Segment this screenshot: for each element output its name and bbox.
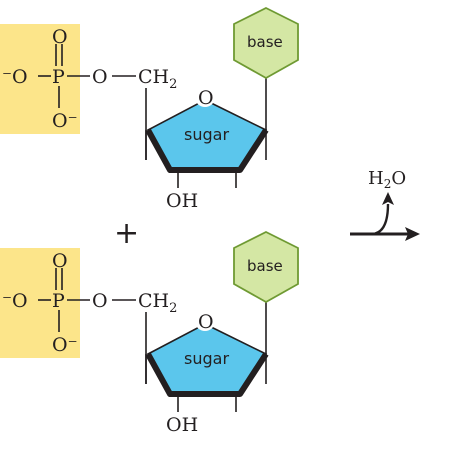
phosphate-top-oxygen: O (52, 250, 68, 272)
sugar-label: sugar (184, 349, 229, 368)
sugar-label: sugar (184, 125, 229, 144)
plus-sign: + (114, 216, 139, 251)
hydroxyl-group: OH (166, 414, 198, 436)
ch2-carbon: CH2 (138, 66, 177, 92)
sugar-ring-front-edge (145, 352, 269, 397)
arrow-head (405, 227, 420, 241)
nucleotide-bottom: O ⁻O P O O⁻ CH2 O sugar OH base (0, 230, 299, 436)
ring-oxygen-mask (195, 87, 215, 107)
hydroxyl-group: OH (166, 190, 198, 212)
sugar-substituent-bonds (145, 302, 267, 412)
base-hexagon (233, 6, 299, 80)
bridge-oxygen: O (92, 66, 108, 88)
base-label: base (247, 257, 283, 275)
nucleotide-top: O ⁻O P O O⁻ CH2 O sugar OH base (0, 6, 299, 212)
phosphate-left-oxygen: ⁻O (2, 290, 28, 312)
byproduct-branch-arrow (371, 203, 390, 236)
phosphorus-atom: P (52, 290, 65, 312)
sugar-ring-front-edge (145, 128, 269, 173)
ch2-subscript: 2 (169, 301, 177, 316)
ring-oxygen: O (198, 87, 214, 109)
phosphorus-atom: P (52, 66, 65, 88)
water-molecule: H2O (368, 168, 406, 191)
phosphate-bottom-oxygen: O⁻ (52, 110, 78, 132)
ring-oxygen: O (198, 311, 214, 333)
phosphate-highlight (0, 248, 80, 358)
phosphate-highlight (0, 24, 80, 134)
water-subscript: 2 (384, 177, 392, 191)
ring-oxygen-mask (195, 311, 215, 331)
bridge-oxygen: O (92, 290, 108, 312)
ch2-carbon: CH2 (138, 290, 177, 316)
ch2-subscript: 2 (169, 77, 177, 92)
base-label: base (247, 33, 283, 51)
base-hexagon (233, 230, 299, 304)
sugar-substituent-bonds (145, 78, 267, 188)
phosphate-left-oxygen: ⁻O (2, 66, 28, 88)
phosphate-bottom-oxygen: O⁻ (52, 334, 78, 356)
phosphate-top-oxygen: O (52, 26, 68, 48)
reaction-arrow (350, 192, 420, 241)
byproduct-arrow-head (382, 192, 394, 205)
